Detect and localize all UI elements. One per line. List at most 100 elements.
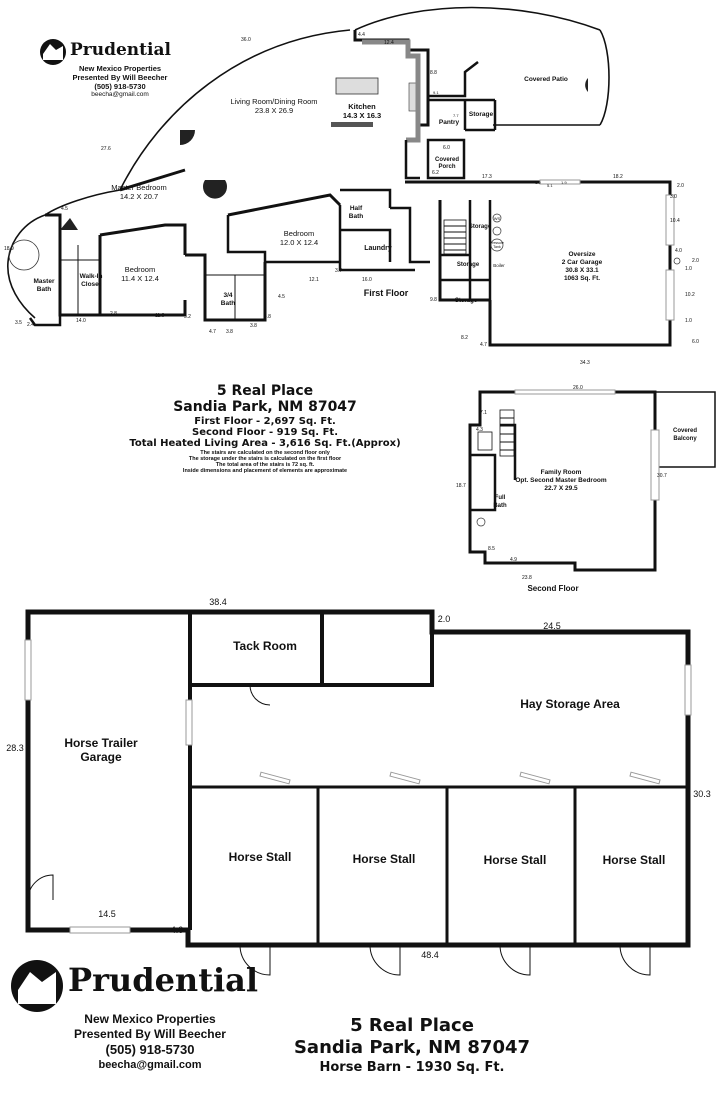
dim-label: 2.4 bbox=[27, 322, 34, 328]
dim-label: 3.7 bbox=[335, 268, 342, 274]
dim-label: 16.0 bbox=[362, 277, 372, 283]
bedroom-left-label: Bedroom bbox=[125, 265, 155, 274]
barn-dim-top: 38.4 bbox=[209, 597, 227, 607]
family-room-label: Family Room bbox=[541, 469, 582, 476]
covered-porch-label: Covered bbox=[435, 157, 459, 163]
brand-line-1-top: New Mexico Properties bbox=[78, 64, 162, 73]
second-floor-stairs bbox=[477, 409, 515, 457]
water-softener-icon bbox=[492, 226, 502, 236]
second-floor-title: Second Floor bbox=[527, 584, 578, 593]
first-floor-labels: Living Room/Dining Room 23.8 X 26.9 Kitc… bbox=[34, 76, 603, 307]
first-floor-title: First Floor bbox=[364, 288, 409, 298]
dim-label: 30.7 bbox=[657, 473, 667, 479]
covered-balcony-label: Covered bbox=[673, 428, 697, 434]
barn-title-block: 5 Real Place Sandia Park, NM 87047 Horse… bbox=[262, 1015, 562, 1076]
dim-label: 34.3 bbox=[580, 360, 590, 366]
horse-stall-label: Horse Stall bbox=[484, 853, 547, 867]
dim-label: 18.9 bbox=[4, 246, 14, 252]
family-room-label-2: Opt. Second Master Bedroom bbox=[515, 477, 607, 484]
outer-curved-wall bbox=[44, 29, 351, 216]
covered-patio-label: Covered Patio bbox=[524, 76, 568, 83]
full-bath-label: Full bbox=[495, 495, 506, 501]
dim-label: 6.0 bbox=[443, 145, 450, 151]
walkin-closet-label: Walk-In bbox=[80, 273, 103, 280]
dim-label: 1.9 bbox=[561, 180, 567, 185]
dim-label: 4.5 bbox=[61, 206, 68, 212]
dim-label: 4.3 bbox=[476, 427, 483, 433]
dim-label: 8.2 bbox=[461, 335, 468, 341]
garage-dim: 30.8 X 33.1 bbox=[565, 267, 599, 274]
brand-email-top: beecha@gmail.com bbox=[91, 91, 149, 98]
half-bath-label: Half bbox=[350, 205, 363, 212]
covered-porch-label-2: Porch bbox=[438, 164, 455, 170]
dim-label: 2.0 bbox=[677, 183, 684, 189]
dim-label: 2.0 bbox=[692, 258, 699, 264]
bath-34-label-2: Bath bbox=[221, 300, 235, 307]
dim-label: 9.1 bbox=[433, 90, 439, 95]
laundry-label: Laundry bbox=[364, 245, 392, 252]
dim-label: 4.7 bbox=[209, 329, 216, 335]
barn-dim-right: 30.3 bbox=[693, 789, 711, 799]
dim-label: 27.6 bbox=[101, 146, 111, 152]
horse-stall-label: Horse Stall bbox=[603, 853, 666, 867]
dim-label: 18.2 bbox=[613, 174, 623, 180]
bedroom-right-label: Bedroom bbox=[284, 229, 314, 238]
dim-label: 4.9 bbox=[510, 557, 517, 563]
brand-block-top: Prudential New Mexico Properties Present… bbox=[70, 40, 171, 98]
dim-label: 4.7 bbox=[480, 342, 487, 348]
storage-label-top: Storage bbox=[469, 111, 494, 118]
living-room-label: Living Room/Dining Room bbox=[230, 97, 317, 106]
horse-barn-plan bbox=[24, 609, 692, 976]
dim-label: 14.0 bbox=[76, 318, 86, 324]
patio-right-wall bbox=[599, 29, 610, 126]
dim-label: 36.0 bbox=[241, 37, 251, 43]
dim-label: 1.0 bbox=[685, 318, 692, 324]
second-floor-labels: Family Room Opt. Second Master Bedroom 2… bbox=[456, 385, 697, 593]
barn-dim-left: 28.3 bbox=[6, 743, 24, 753]
family-room-dim: 22.7 X 29.5 bbox=[544, 485, 578, 492]
storage-label-b: Storage bbox=[457, 262, 480, 268]
garage-label: Oversize bbox=[568, 251, 595, 258]
brand-email-bottom: beecha@gmail.com bbox=[98, 1059, 202, 1071]
pressure-label-2: Tank bbox=[493, 245, 501, 249]
second-floor-plan bbox=[468, 389, 716, 572]
master-bath-curve bbox=[7, 214, 46, 319]
dim-label: 17.3 bbox=[482, 174, 492, 180]
dim-label: 1.9 bbox=[535, 180, 541, 185]
barn-dim-step: 4.0 bbox=[171, 925, 184, 935]
dim-label: 10.2 bbox=[685, 292, 695, 298]
dim-label: 3.5 bbox=[15, 320, 22, 326]
first-floor-dimensions: 36.0 4.4 12.4 8.8 9.1 7.7 6.0 6.2 27.6 1… bbox=[4, 32, 699, 366]
prudential-logo-mark-top bbox=[40, 39, 66, 65]
house-address-1: 5 Real Place bbox=[216, 383, 314, 399]
horse-stall-label: Horse Stall bbox=[353, 852, 416, 866]
bedroom-left-dim: 11.4 X 12.4 bbox=[121, 274, 159, 283]
tub-icon bbox=[8, 239, 40, 271]
note-3: The total area of the stairs is 72 sq. f… bbox=[215, 462, 315, 468]
master-bath-label-2: Bath bbox=[37, 286, 51, 293]
full-bath-label-2: Bath bbox=[493, 503, 507, 509]
brand-name-top: Prudential bbox=[70, 40, 171, 60]
first-floor-plan bbox=[7, 6, 681, 347]
brand-line-2-top: Presented By Will Beecher bbox=[72, 73, 168, 82]
dim-label: 5.1 bbox=[547, 183, 553, 188]
dim-label: 11.9 bbox=[155, 313, 165, 319]
brand-phone-top: (505) 918-5730 bbox=[94, 82, 146, 91]
walkin-closet-label-2: Closet bbox=[81, 281, 102, 288]
horse-stall-label: Horse Stall bbox=[229, 850, 292, 864]
boiler-label: Boiler bbox=[493, 263, 505, 268]
living-room-dim: 23.8 X 26.9 bbox=[255, 106, 293, 115]
dim-label: 18.7 bbox=[456, 483, 466, 489]
dim-label: 23.8 bbox=[522, 575, 532, 581]
dim-label: 3.8 bbox=[250, 323, 257, 329]
dim-label: 4.0 bbox=[675, 248, 682, 254]
master-bath-label: Master bbox=[34, 278, 55, 285]
dim-label: 3.0 bbox=[670, 194, 677, 200]
total-area: Total Heated Living Area - 3,616 Sq. Ft.… bbox=[129, 438, 401, 449]
note-1: The stairs are calculated on the second … bbox=[200, 450, 330, 456]
brand-block-bottom: Prudential bbox=[68, 962, 258, 998]
storage-label-a: Storage bbox=[469, 224, 492, 230]
barn-dim-bottom-left: 14.5 bbox=[98, 909, 116, 919]
barn-address-1: 5 Real Place bbox=[350, 1015, 474, 1036]
